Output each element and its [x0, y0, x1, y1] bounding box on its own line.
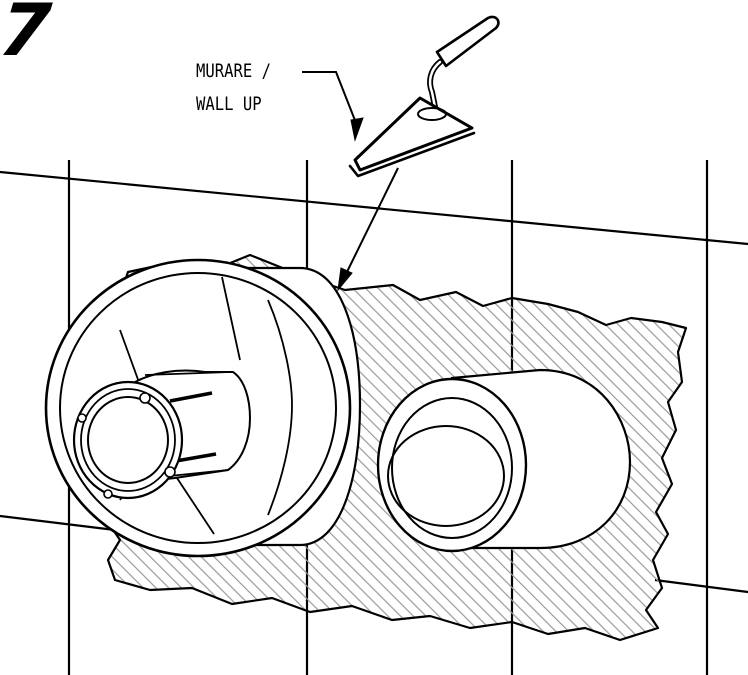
step-number: 7: [0, 0, 55, 72]
wall-box-housing: [44, 258, 362, 558]
tile-line-h3: [654, 578, 748, 594]
trowel-icon: [348, 15, 500, 178]
tile-line-h1: [0, 170, 748, 246]
callout-label-en: WALL UP: [196, 93, 262, 115]
tile-line-h2: [0, 514, 116, 532]
arrow-callout: [302, 71, 399, 292]
callout-label-it: MURARE /: [196, 60, 272, 82]
pipe-fitting: [376, 368, 632, 553]
